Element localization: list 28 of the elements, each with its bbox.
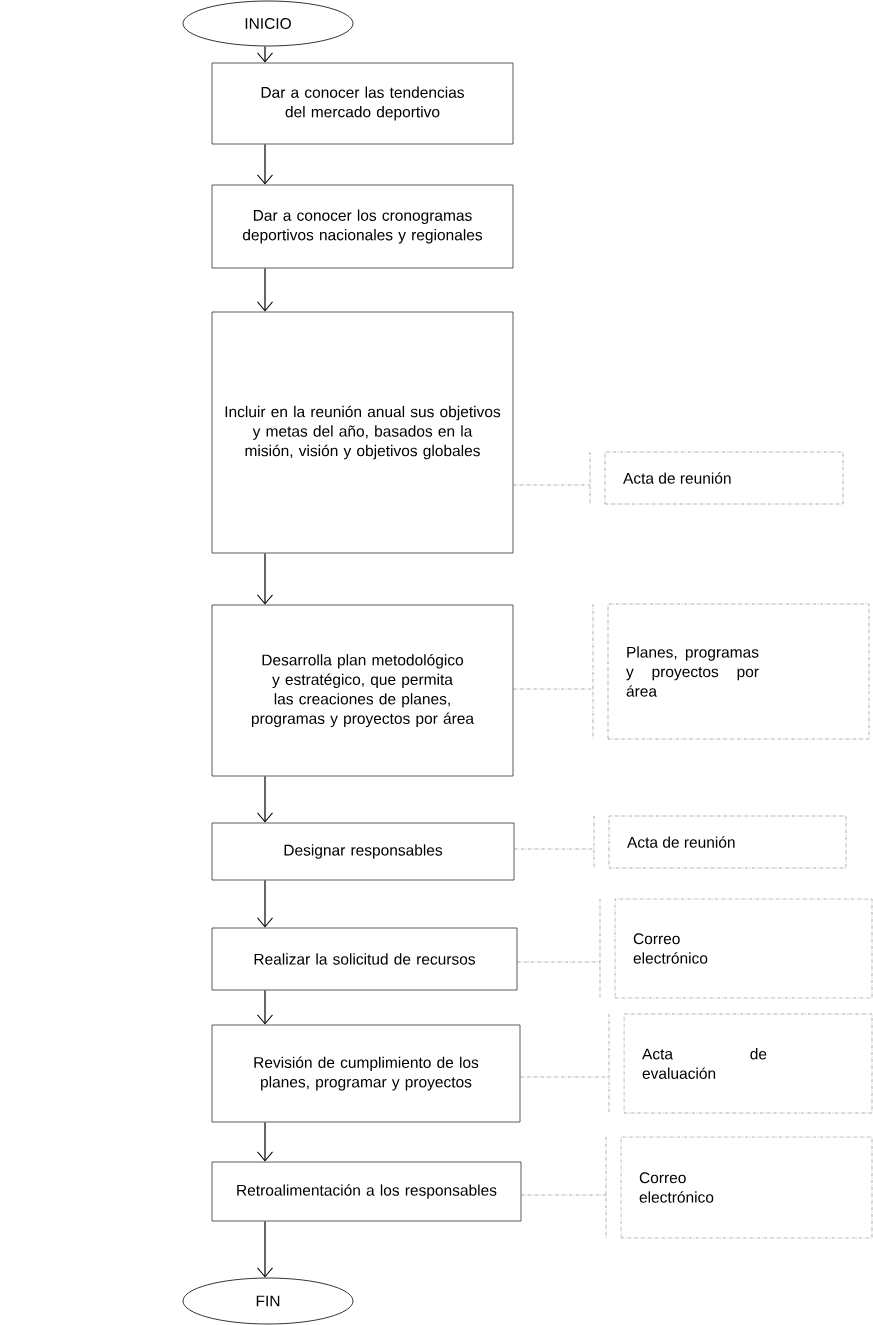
process-box: Dar a conocer las tendencias del mercado deportivo: [211, 62, 514, 145]
arrow: [257, 143, 273, 185]
process-box: Retroalimentación a los responsables: [211, 1161, 522, 1222]
leader-line: [517, 898, 601, 999]
document-box: Correo electrónico: [620, 1136, 873, 1239]
document-box: Planes, programas y proyectos por área: [607, 603, 870, 740]
document-box: Correo electrónico: [614, 898, 873, 999]
leader-line: [520, 1013, 610, 1114]
leader-line: [513, 451, 591, 505]
leader-line: [521, 1136, 607, 1239]
arrow: [257, 267, 273, 312]
arrow: [257, 879, 273, 928]
arrow: [257, 552, 273, 605]
process-box: Revisión de cumplimiento de los planes, programar y proyectos: [211, 1024, 521, 1123]
document-box: Acta de reunión: [604, 451, 844, 505]
process-box: Incluir en la reunión anual sus objetivos y metas del año, basados en la misión, visión y objetivos globales: [211, 311, 514, 554]
arrow: [257, 1220, 273, 1278]
process-box: Realizar la solicitud de recursos: [211, 927, 518, 991]
process-box: Dar a conocer los cronogramas deportivos nacionales y regionales: [211, 184, 514, 269]
leader-line: [513, 603, 594, 740]
process-box: Designar responsables: [211, 822, 515, 881]
arrow: [257, 1121, 273, 1162]
document-box: Acta de evaluación: [623, 1013, 873, 1114]
process-box: Desarrolla plan metodológico y estratégico, que permita las creaciones de planes, programas y proyectos por área: [211, 604, 514, 777]
document-box: Acta de reunión: [608, 815, 847, 869]
arrow: [257, 775, 273, 823]
arrow: [257, 989, 273, 1025]
leader-line: [514, 815, 595, 869]
